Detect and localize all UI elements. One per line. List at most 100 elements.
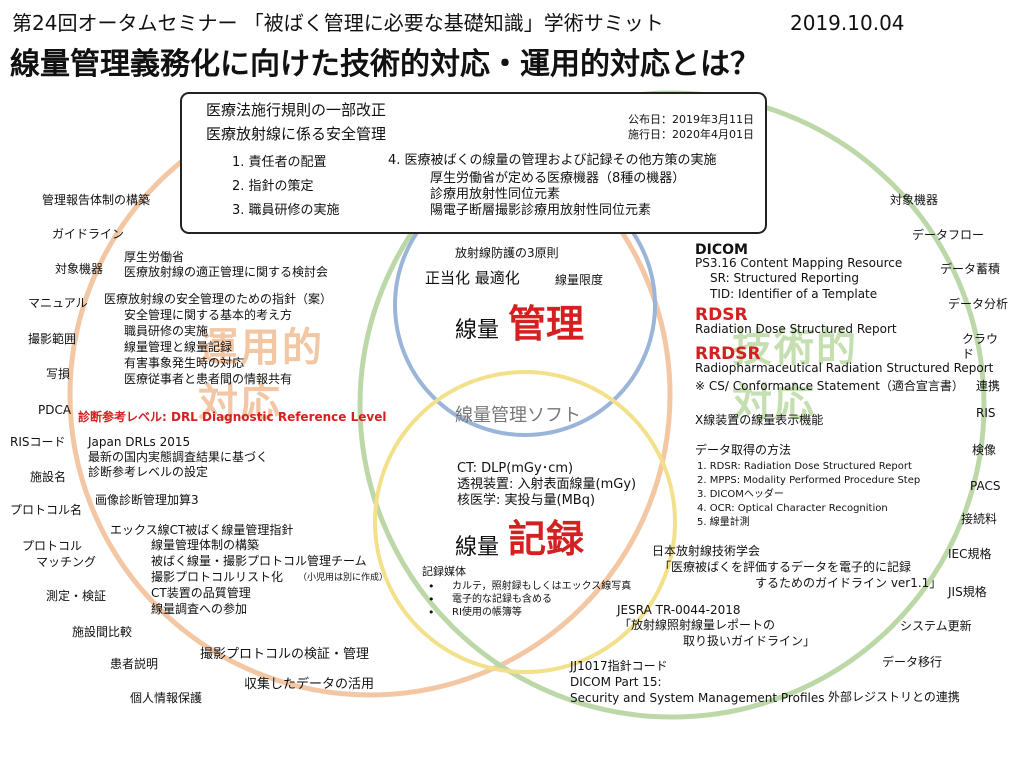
media-item-1: カルテ，照射録もしくはエックス線写真 <box>452 581 632 592</box>
box-item-4-sub1: 厚生労働省が定める医療機器（8種の機器） <box>430 171 686 186</box>
left-outer-7: PDCA <box>38 403 72 417</box>
event-title: 第24回オータムセミナー 「被ばく管理に必要な基礎知識」学術サミット <box>12 11 664 35</box>
left-watermark-line1: 運用的 <box>198 325 324 371</box>
box-item-4-sub3: 陽電子断層撮影診療用放射性同位元素 <box>430 203 652 218</box>
guide-item-1: 安全管理に関する基本的考え方 <box>124 308 293 322</box>
media-bullet-2: • <box>428 593 435 606</box>
acq-4: 4. OCR: Optical Character Recognition <box>697 503 888 514</box>
event-date: 2019.10.04 <box>790 11 905 35</box>
data-use: 収集したデータの活用 <box>244 677 375 692</box>
box-title2: 医療放射線に係る安全管理 <box>206 125 387 143</box>
media-item-3: RI使用の帳簿等 <box>452 607 522 618</box>
dicom-label: DICOM <box>695 242 748 258</box>
ct-item-1: 線量管理体制の構築 <box>151 538 260 552</box>
law-box <box>180 92 767 234</box>
mgmt-prefix: 線量 <box>455 318 500 343</box>
jesra-sub1: 「放射線照射線量レポートの <box>619 618 776 632</box>
right-outer-14: システム更新 <box>900 619 972 633</box>
guide-item-4: 有害事象発生時の対応 <box>124 356 245 370</box>
enforcement-date: 施行日：2020年4月01日 <box>628 128 754 141</box>
nm-unit: 核医学: 実投与量(MBq) <box>457 493 596 508</box>
left-outer-3: 対象機器 <box>55 262 104 276</box>
jesra-sub2: 取り扱いガイドライン」 <box>683 634 816 648</box>
mgmt-word: 管理 <box>508 302 585 346</box>
right-outer-15: データ移行 <box>882 655 943 669</box>
right-outer-16: 外部レジストリとの連携 <box>828 690 960 704</box>
tid: TID: Identifier of a Template <box>710 287 878 301</box>
right-outer-2: データフロー <box>912 228 985 242</box>
japan-drls: Japan DRLs 2015 <box>88 435 191 449</box>
rdsr-full: Radiation Dose Structured Report <box>695 322 897 336</box>
acq-2: 2. MPPS: Modality Performed Procedure St… <box>697 475 921 486</box>
principles: 正当化 最適化 <box>425 269 520 287</box>
ct-item-5: 線量調査への参加 <box>151 602 248 616</box>
page-title: 線量管理義務化に向けた技術的対応・運用的対応とは？ <box>10 47 760 82</box>
ct-item-3: 撮影プロトコルリスト化 <box>151 570 284 584</box>
jsrt-sub2: するためのガイドライン ver1.1」 <box>755 576 942 590</box>
promulgation-date: 公布日：2019年3月11日 <box>628 113 754 126</box>
safety-guide: 医療放射線の安全管理のための指針（案） <box>104 292 333 306</box>
xray-display: X線装置の線量表示機能 <box>695 413 824 427</box>
right-watermark-line1: 技術的 <box>732 325 858 371</box>
right-outer-13: JIS規格 <box>948 585 987 599</box>
right-outer-8: RIS <box>976 406 996 420</box>
protocol-verify: 撮影プロトコルの検証・管理 <box>200 647 370 662</box>
right-outer-5: クラウ <box>962 332 999 346</box>
dose-software: 線量管理ソフト <box>455 405 581 426</box>
acq-title: データ取得の方法 <box>695 443 792 457</box>
imaging-bonus: 画像診断管理加算3 <box>95 493 199 507</box>
ct-unit: CT: DLP(mGy･cm) <box>457 461 574 476</box>
guide-item-5: 医療従事者と患者間の情報共有 <box>124 372 293 386</box>
right-outer-12: IEC規格 <box>948 547 992 561</box>
left-outer-6: 写損 <box>46 367 71 381</box>
ct-guide: エックス線CT被ばく線量管理指針 <box>110 523 294 537</box>
mhlw-sub: 医療放射線の適正管理に関する検討会 <box>124 265 329 279</box>
left-outer-13: 測定・検証 <box>46 589 107 603</box>
box-item-4-sub2: 診療用放射性同位元素 <box>430 187 561 202</box>
left-outer-4: マニュアル <box>28 296 88 310</box>
rec-word: 記録 <box>508 517 585 561</box>
box-item-3: 3. 職員研修の実施 <box>232 203 340 218</box>
jsrt: 日本放射線技術学会 <box>652 544 761 558</box>
left-outer-10: プロトコル名 <box>10 503 83 517</box>
right-watermark-line2: 対応 <box>732 380 816 426</box>
drl-label: 診断参考レベル: DRL Diagnostic Reference Level <box>78 410 387 424</box>
ct-item-4: CT装置の品質管理 <box>151 586 251 600</box>
fluoro-unit: 透視装置: 入射表面線量(mGy) <box>457 477 637 492</box>
guide-item-2: 職員研修の実施 <box>124 324 209 338</box>
mhlw: 厚生労働省 <box>124 250 185 264</box>
box-item-4: 4. 医療被ばくの線量の管理および記録その他方策の実施 <box>388 153 717 168</box>
security-profiles: Security and System Management Profiles <box>570 691 825 705</box>
acq-5: 5. 線量計測 <box>697 517 750 528</box>
box-title1: 医療法施行規則の一部改正 <box>206 101 387 119</box>
rrdsr: RRDSR <box>695 344 761 364</box>
japan-drls-sub1: 最新の国内実態調査結果に基づく <box>88 450 269 464</box>
ct-item-3-note: （小児用は別に作成） <box>298 573 389 583</box>
ct-item-2: 被ばく線量・撮影プロトコル管理チーム <box>151 554 367 568</box>
left-outer-5: 撮影範囲 <box>28 332 77 346</box>
jsrt-sub1: 「医療被ばくを評価するデータを電子的に記録 <box>659 560 912 574</box>
left-outer-9: 施設名 <box>30 470 67 484</box>
rrdsr-full: Radiopharmaceutical Radiation Structured… <box>695 361 994 375</box>
jesra: JESRA TR-0044-2018 <box>617 603 741 617</box>
left-outer-1: 管理報告体制の構築 <box>42 193 151 207</box>
dicom-part15: DICOM Part 15: <box>570 675 662 689</box>
left-outer-14: 施設間比較 <box>72 625 133 639</box>
rdsr: RDSR <box>695 305 748 325</box>
right-outer-4: データ分析 <box>948 297 1009 311</box>
acq-3: 3. DICOMヘッダー <box>697 489 784 500</box>
right-outer-7: 連携 <box>976 379 1001 393</box>
media-bullet-1: • <box>428 580 435 593</box>
ps316: PS3.16 Content Mapping Resource <box>695 256 903 270</box>
sr: SR: Structured Reporting <box>710 271 860 285</box>
left-outer-16: 個人情報保護 <box>130 691 203 705</box>
conformance: ※ CS/ Conformance Statement（適合宣言書） <box>695 379 964 393</box>
box-item-2: 2. 指針の策定 <box>232 179 314 194</box>
media-item-2: 電子的な記録も含める <box>452 594 552 605</box>
left-watermark-line2: 対応 <box>198 380 282 426</box>
left-outer-2: ガイドライン <box>52 227 125 241</box>
right-outer-1: 対象機器 <box>890 193 939 207</box>
right-outer-9: 検像 <box>972 443 997 457</box>
right-outer-6: ド <box>962 347 975 361</box>
rec-prefix: 線量 <box>455 535 500 560</box>
